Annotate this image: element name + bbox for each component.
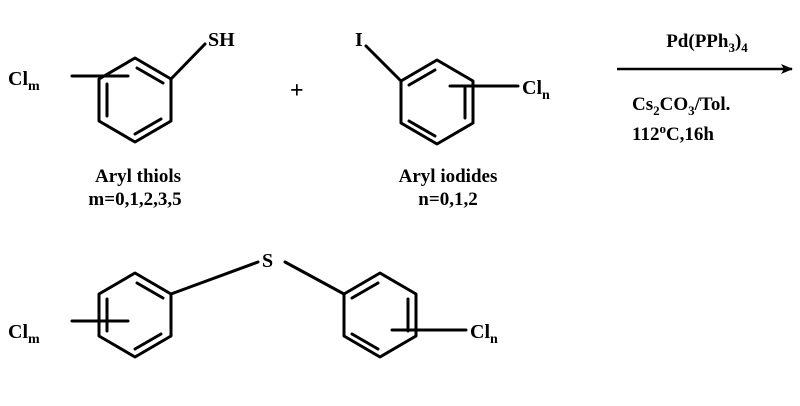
- thiol-double-bond-1: [135, 66, 165, 85]
- thiol-benzene-ring: [97, 56, 173, 144]
- product-right-double-bond-3: [350, 332, 380, 351]
- iodine-label: I: [355, 29, 363, 51]
- aryl-thiol-structure: SH Clm: [8, 29, 235, 144]
- thiol-double-bond-2: [133, 117, 163, 136]
- sh-group-label: SH: [208, 29, 235, 51]
- product-left-double-bond-2: [133, 332, 163, 351]
- diaryl-sulfide-product: S Clm Cln: [8, 250, 498, 359]
- temp-time-label: 112oC,16h: [632, 121, 714, 145]
- iodide-double-bond-3: [407, 119, 437, 138]
- iodide-double-bond-1: [407, 68, 437, 87]
- c-i-bond: [364, 44, 403, 83]
- product-cln-label: Cln: [470, 321, 498, 347]
- base-solvent-label: Cs2CO3/Tol.: [632, 94, 730, 118]
- aryl-iodides-range: n=0,1,2: [418, 189, 477, 210]
- plus-sign: +: [290, 78, 304, 104]
- s-right-bond: [283, 260, 346, 296]
- iodide-benzene-ring: [399, 58, 475, 146]
- product-right-ring: [342, 271, 418, 359]
- sulfur-label: S: [262, 250, 273, 272]
- product-left-double-bond-1: [135, 281, 165, 300]
- aryl-thiols-name: Aryl thiols: [95, 166, 181, 187]
- product-right-double-bond-1: [350, 281, 380, 300]
- clm-thiol-label: Clm: [8, 68, 40, 94]
- aryl-iodide-structure: I Cln: [355, 29, 550, 146]
- aryl-thiols-range: m=0,1,2,3,5: [88, 189, 181, 210]
- cln-iodide-label: Cln: [522, 77, 550, 103]
- c-s-bond: [169, 42, 207, 81]
- product-clm-label: Clm: [8, 321, 40, 347]
- aryl-iodides-name: Aryl iodides: [399, 166, 498, 187]
- s-left-bond: [169, 260, 260, 296]
- catalyst-label: Pd(PPh3)4: [666, 31, 748, 55]
- product-left-ring: [97, 271, 173, 359]
